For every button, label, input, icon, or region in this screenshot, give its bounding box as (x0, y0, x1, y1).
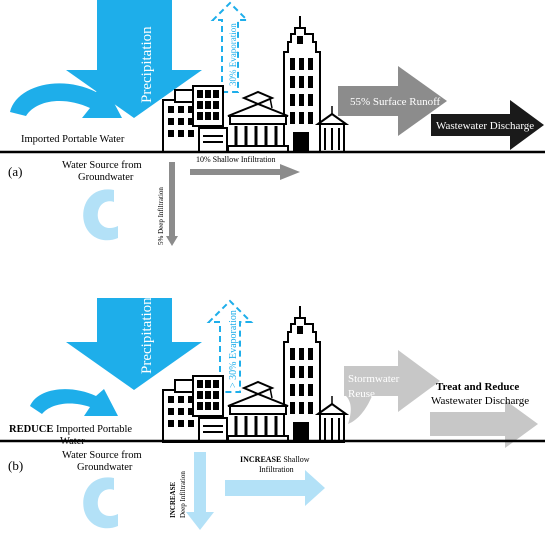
panel-a: Precipitation 30% Evaporation Imported P… (0, 0, 545, 246)
shallow-infiltration-arrow (190, 164, 300, 180)
treat-reduce-label-line2: Wastewater Discharge (431, 395, 529, 407)
stormwater-label-line2: Reuse (348, 388, 375, 400)
imported-water-arrow (10, 83, 122, 118)
groundwater-arrow-b (83, 477, 118, 529)
groundwater-arrow (83, 189, 118, 241)
groundwater-label-b-line1: Water Source from (62, 450, 142, 461)
precipitation-arrow-b (66, 298, 202, 390)
shallow-infiltration-label: 10% Shallow Infiltration (196, 155, 276, 164)
city-skyline (161, 14, 348, 154)
wastewater-arrow (431, 100, 544, 150)
groundwater-label-line2: Groundwater (78, 172, 134, 183)
groundwater-label-b-line2: Groundwater (77, 462, 133, 473)
precipitation-label-b: Precipitation (139, 297, 155, 374)
city-skyline-b (161, 304, 348, 444)
reduce-emphasis: REDUCE (9, 424, 53, 435)
stormwater-label-line1: Stormwater (348, 373, 400, 385)
shallow-infiltration-label-b: INCREASE Shallow (240, 455, 310, 464)
shallow-infiltration-arrow-b (225, 470, 325, 506)
surface-runoff-label: 55% Surface Runoff (350, 96, 441, 108)
imported-water-label-b: REDUCE Imported Portable (9, 424, 132, 435)
shallow-infiltration-label-b-line2: Infiltration (259, 465, 294, 474)
evaporation-label-b: > 30% Evaporation (228, 310, 239, 388)
wastewater-arrow-b (430, 400, 538, 448)
panel-b: Precipitation > 30% Evaporation REDUCE I… (0, 297, 545, 530)
evaporation-arrow-b (206, 299, 254, 393)
deep-infiltration-label-b: Deep Infiltration (179, 471, 187, 518)
wastewater-label: Wastewater Discharge (436, 120, 534, 132)
deep-infiltration-label: 5% Deep Infiltration (157, 187, 165, 245)
panel-b-label: (b) (8, 458, 23, 473)
shallow-infiltration-rest: Shallow (281, 455, 309, 464)
stormwater-reuse-arrow (344, 350, 440, 424)
evaporation-arrow (210, 1, 250, 93)
precipitation-label: Precipitation (139, 26, 155, 103)
imported-water-arrow-b (30, 389, 118, 416)
panel-a-label: (a) (8, 164, 22, 179)
deep-increase-label: INCREASE (169, 481, 177, 518)
evaporation-label: 30% Evaporation (228, 23, 238, 86)
groundwater-label-line1: Water Source from (62, 160, 142, 171)
imported-water-label: Imported Portable Water (21, 134, 125, 145)
deep-infiltration-arrow-b (186, 452, 214, 530)
imported-water-rest: Imported Portable (53, 424, 132, 435)
surface-runoff-arrow (338, 66, 447, 136)
treat-reduce-label: Treat and Reduce (436, 381, 519, 393)
shallow-increase-emphasis: INCREASE (240, 455, 281, 464)
deep-infiltration-arrow (166, 162, 178, 246)
